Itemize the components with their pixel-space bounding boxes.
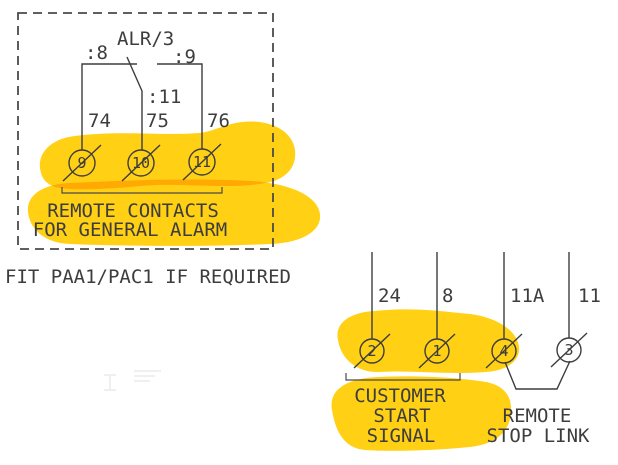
contact-ref-mid: :11: [147, 86, 181, 108]
dashed-enclosure: [17, 12, 274, 250]
terminal-number-11: 11: [193, 153, 211, 171]
customer-caption-line3: SIGNAL: [367, 425, 436, 447]
contact-right-wire: [157, 63, 203, 149]
terminal-number-4: 4: [499, 342, 508, 360]
alarm-caption-line1: REMOTE CONTACTS: [47, 200, 219, 222]
terminal-circle-9: [68, 149, 96, 177]
contact-blade: [126, 56, 143, 150]
terminal-slash-3: [550, 332, 588, 368]
terminal-slash-2: [353, 333, 391, 369]
terminal-number-1: 1: [432, 342, 441, 360]
wire-label-75: 75: [146, 110, 169, 132]
terminal-slash-9: [62, 144, 102, 182]
contact-left-wire: [81, 63, 137, 150]
wire-label-11: 11: [578, 285, 601, 307]
terminal-number-9: 9: [77, 154, 86, 172]
terminal-slash-11: [182, 143, 222, 181]
terminal-number-2: 2: [367, 342, 376, 360]
terminal-circle-10: [127, 149, 155, 177]
terminal-circle-1: [424, 338, 450, 364]
customer-caption-line1: CUSTOMER: [354, 385, 446, 407]
remote-caption-line2: STOP LINK: [487, 425, 591, 447]
terminal-number-10: 10: [132, 154, 150, 172]
alarm-bracket: [61, 187, 223, 194]
remote-caption-line1: REMOTE: [503, 405, 572, 427]
customer-caption-line2: START: [373, 405, 430, 427]
stop-link: [504, 360, 571, 390]
wire-label-24: 24: [378, 285, 401, 307]
terminal-slash-10: [121, 144, 161, 182]
relay-label: ALR/3: [117, 28, 174, 50]
terminal-circle-4: [491, 338, 517, 364]
highlight-customer-caption: [331, 376, 512, 451]
wire-label-8: 8: [442, 285, 453, 307]
wire-label-74: 74: [88, 110, 111, 132]
terminal-circle-2: [359, 338, 385, 364]
fit-note: FIT PAA1/PAC1 IF REQUIRED: [5, 266, 291, 288]
start-signal-section: 24 8 11A 11 2 1 4 3 CUSTOMER START SIGNA…: [345, 252, 601, 447]
highlight-alarm-terminals: [39, 121, 296, 190]
alarm-caption-line2: FOR GENERAL ALARM: [33, 219, 227, 241]
alarm-relay-section: ALR/3 :8 :9 :11 74 75 76 9 10 11 REMOTE …: [17, 12, 274, 250]
wire-label-11a: 11A: [510, 285, 545, 307]
highlight-alarm-caption: [27, 179, 321, 246]
terminal-number-3: 3: [564, 341, 573, 359]
terminal-slash-1: [418, 333, 456, 369]
faint-watermark: [104, 370, 161, 391]
wire-label-76: 76: [207, 110, 230, 132]
contact-ref-left: :8: [85, 42, 108, 64]
contact-ref-right: :9: [173, 46, 196, 68]
terminal-circle-11: [188, 148, 216, 176]
terminal-slash-4: [485, 333, 523, 369]
start-bracket: [345, 373, 461, 381]
